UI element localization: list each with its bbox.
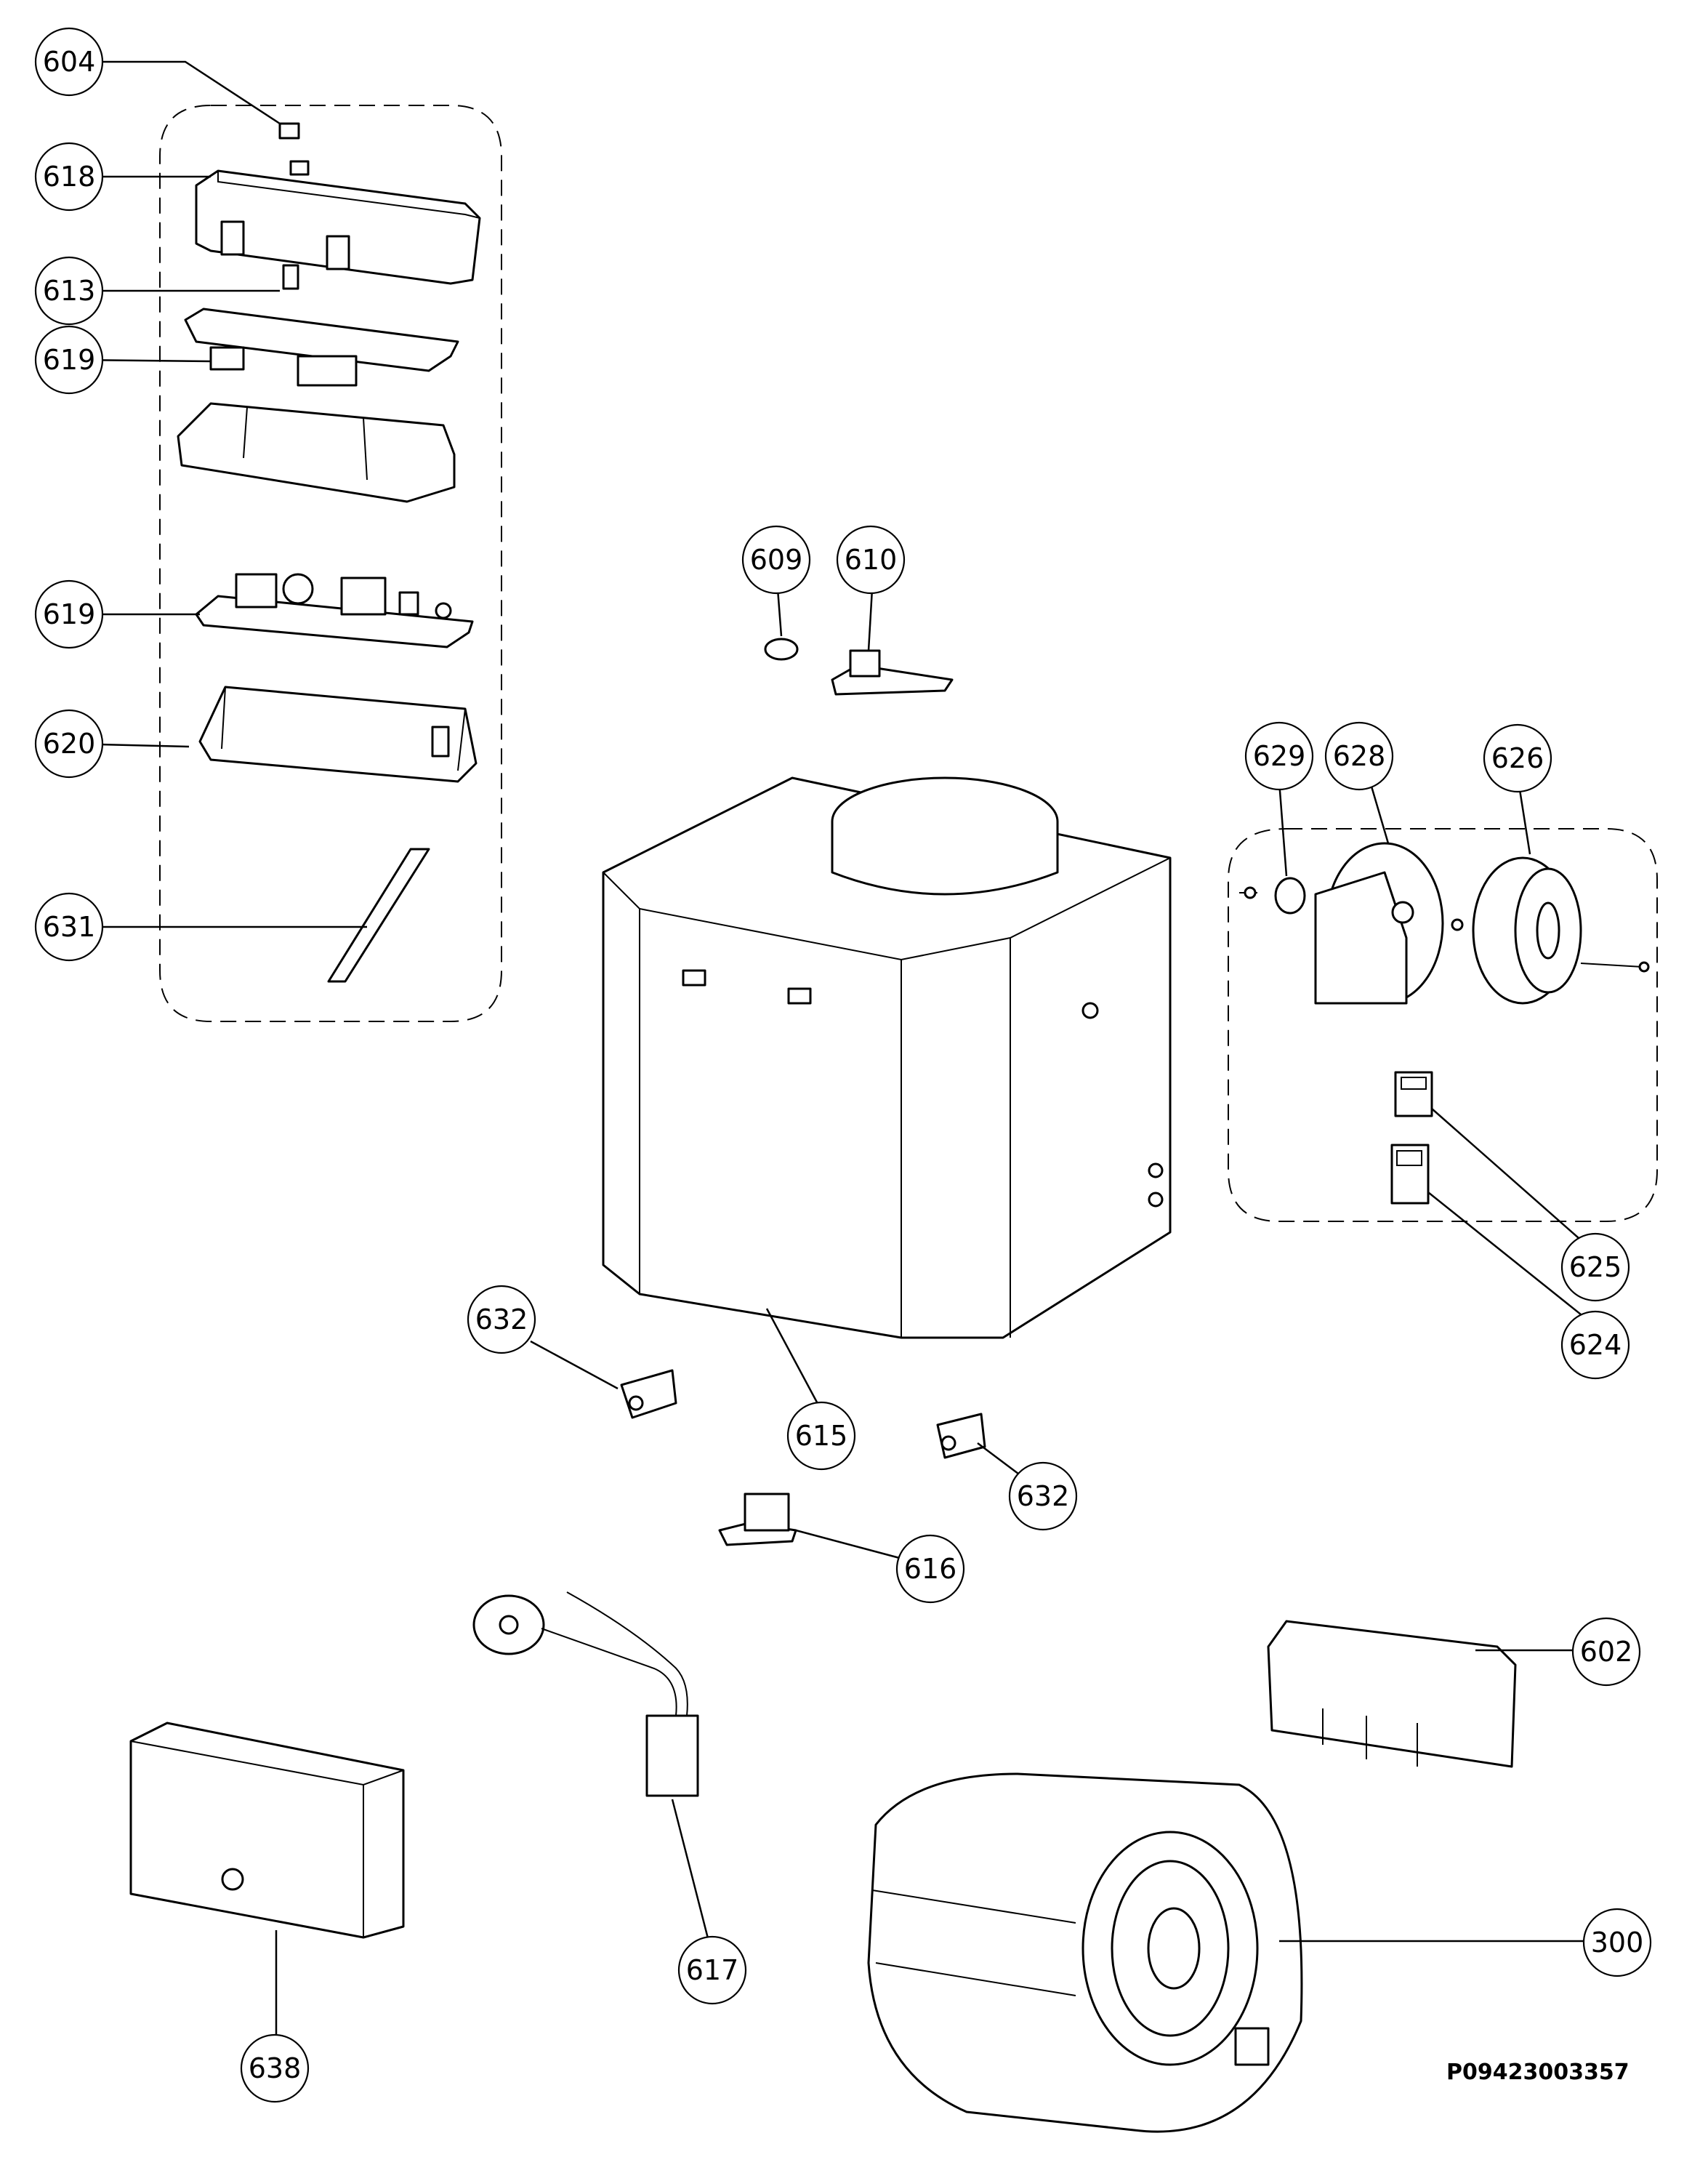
part-618-housing — [195, 160, 481, 285]
callout-label: 631 — [43, 911, 96, 943]
callout-613: 613 — [34, 256, 104, 326]
part-638-cover — [129, 1722, 405, 1939]
callout-label: 609 — [750, 544, 803, 576]
part-610-bracket — [831, 649, 954, 696]
callout-label: 620 — [43, 728, 96, 760]
callout-label: 619 — [43, 598, 96, 630]
callout-626: 626 — [1483, 723, 1552, 793]
callout-300: 300 — [1582, 1908, 1652, 1977]
callout-label: 629 — [1253, 740, 1306, 772]
part-609-washer — [764, 638, 799, 661]
reference-code: P09423003357 — [1446, 2060, 1630, 2085]
callout-624: 624 — [1560, 1310, 1630, 1380]
callout-632-left: 632 — [467, 1285, 536, 1354]
callout-label: 300 — [1591, 1927, 1644, 1959]
callout-label: 617 — [686, 1954, 739, 1986]
part-631-ribbon-cable — [327, 848, 430, 983]
callout-620: 620 — [34, 709, 104, 779]
callout-628: 628 — [1324, 721, 1394, 791]
callout-625: 625 — [1560, 1232, 1630, 1302]
callout-602: 602 — [1571, 1617, 1641, 1687]
callout-609: 609 — [741, 525, 811, 595]
callout-629: 629 — [1244, 721, 1314, 791]
callout-label: 625 — [1569, 1251, 1622, 1283]
callout-638: 638 — [240, 2033, 310, 2103]
motor-group-boundary — [1228, 828, 1658, 1222]
callout-617: 617 — [677, 1935, 747, 2005]
callout-619-lower: 619 — [34, 579, 104, 649]
callout-632-right: 632 — [1008, 1461, 1078, 1531]
callout-label: 616 — [904, 1553, 957, 1585]
callout-label: 628 — [1333, 740, 1386, 772]
part-629-screw-washer — [1239, 877, 1306, 915]
callout-label: 626 — [1491, 742, 1544, 774]
part-300-blower — [867, 1772, 1303, 2133]
callout-618: 618 — [34, 142, 104, 212]
callout-label: 632 — [1017, 1480, 1070, 1512]
part-616-sensor — [718, 1493, 797, 1546]
part-602-bracket-plate — [1267, 1620, 1517, 1768]
callout-631: 631 — [34, 892, 104, 962]
part-625-connector — [1394, 1071, 1433, 1117]
callout-label: 624 — [1569, 1329, 1622, 1361]
callout-619-upper: 619 — [34, 325, 104, 395]
part-604-cap — [278, 122, 300, 140]
callout-label: 602 — [1580, 1636, 1633, 1668]
callout-604: 604 — [34, 27, 104, 97]
callout-610: 610 — [836, 525, 906, 595]
callout-label: 638 — [249, 2052, 302, 2084]
part-620-tray — [198, 686, 478, 783]
part-626-motor — [1472, 856, 1650, 1005]
part-615-hood-body — [602, 776, 1172, 1339]
part-624-connector — [1390, 1144, 1430, 1205]
part-613-peg — [282, 264, 299, 290]
control-group-boundary — [159, 105, 502, 1022]
callout-label: 604 — [43, 46, 96, 78]
callout-label: 618 — [43, 161, 96, 193]
callout-616: 616 — [895, 1534, 965, 1604]
callout-label: 610 — [845, 544, 898, 576]
callout-label: 615 — [795, 1420, 848, 1452]
part-628-motor-housing — [1314, 842, 1464, 1005]
callout-label: 613 — [43, 275, 96, 307]
part-632-left-clip — [620, 1369, 677, 1419]
callout-label: 632 — [475, 1304, 528, 1335]
part-619-upper-board — [177, 308, 459, 503]
part-619-lower-board — [195, 573, 474, 648]
callout-615: 615 — [786, 1401, 856, 1471]
part-617-cable — [472, 1591, 699, 1797]
callout-label: 619 — [43, 344, 96, 376]
part-632-right-clip — [936, 1413, 986, 1459]
